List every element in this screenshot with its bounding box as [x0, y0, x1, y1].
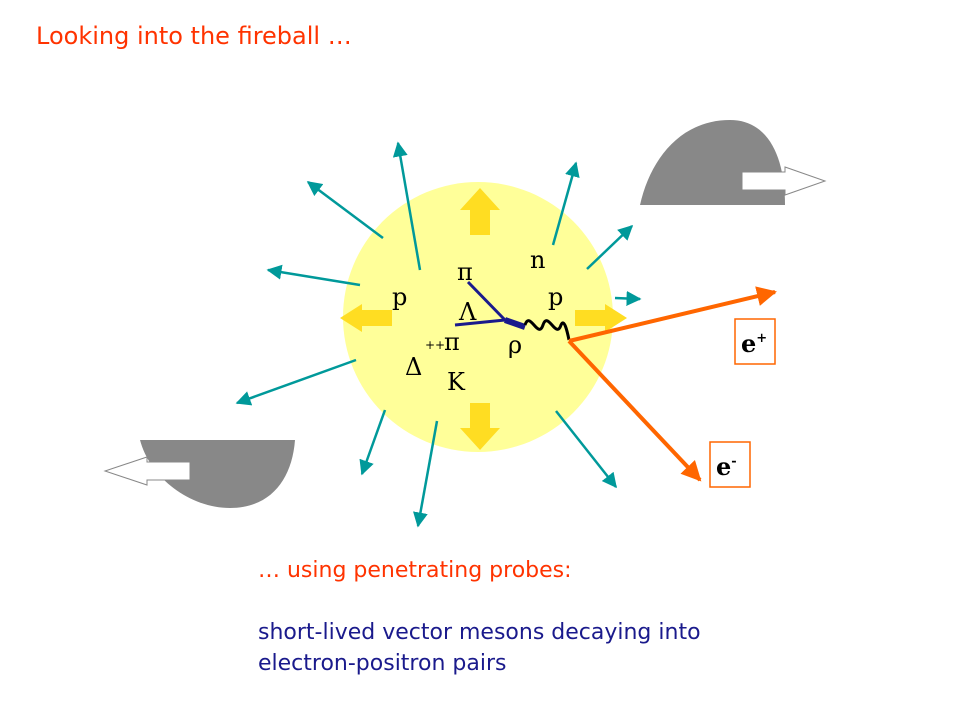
label-neutron: n: [530, 246, 545, 274]
label-rho: ρ: [508, 331, 522, 359]
nucleus-upper-right: [640, 120, 785, 205]
track-4: [235, 358, 357, 406]
expansion-arrow-up: [460, 188, 500, 235]
slide-title: Looking into the fireball …: [36, 22, 352, 50]
nucleus-motion-arrow-right: [741, 166, 827, 196]
positron-track: [568, 286, 777, 343]
caption-desc-line-2: electron-positron pairs: [258, 651, 507, 676]
track-1: [306, 180, 384, 240]
track-9: [551, 161, 580, 246]
hadron-tracks: [235, 141, 642, 528]
expansion-arrow-down: [460, 403, 500, 450]
label-delta-charge: ++: [425, 338, 445, 352]
electron-track: [567, 339, 702, 482]
caption-probe-line: … using penetrating probes:: [258, 558, 572, 583]
label-pion-mid: π: [444, 328, 460, 356]
track-3: [266, 264, 361, 287]
track-8: [586, 224, 634, 270]
track-7: [555, 410, 617, 489]
nucleus-lower-left: [140, 440, 295, 508]
track-10: [614, 290, 642, 306]
expansion-arrow-right: [575, 304, 627, 332]
track-5: [359, 409, 387, 476]
expansion-arrow-left: [340, 304, 392, 332]
fireball: [343, 182, 613, 452]
label-pion-top: π: [457, 258, 473, 286]
label-kaon: K: [447, 368, 466, 396]
rho-propagator: [523, 319, 571, 341]
track-6: [413, 420, 439, 528]
caption-desc-line-1: short-lived vector mesons decaying into: [258, 620, 701, 645]
positron-label-box: [734, 318, 776, 365]
nucleus-motion-arrow-left: [103, 456, 191, 486]
track-2: [392, 141, 422, 271]
positron-label: e+: [741, 329, 767, 358]
label-proton-left: p: [392, 283, 407, 311]
electron-label-box: [709, 441, 751, 488]
label-proton-right: p: [548, 283, 563, 311]
label-delta: Δ: [405, 353, 422, 381]
caption: … using penetrating probes: short-lived …: [258, 555, 701, 679]
decay-vertex: [454, 280, 526, 330]
electron-label: e-: [716, 452, 737, 481]
label-lambda: Λ: [458, 298, 477, 326]
